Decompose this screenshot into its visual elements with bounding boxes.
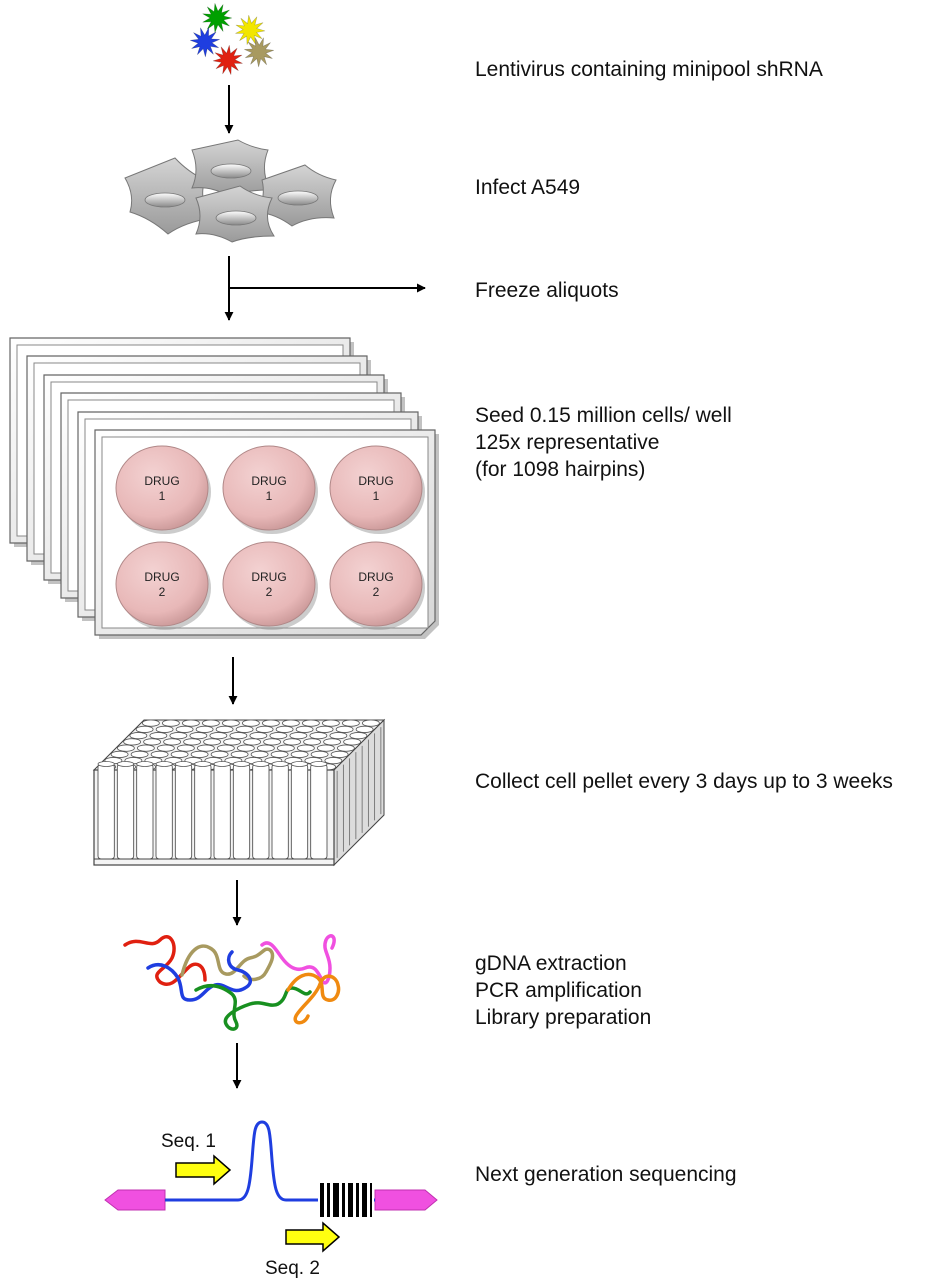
- left-end-cap: [104, 1189, 166, 1211]
- dna-strand-green: [194, 983, 312, 1031]
- cell-right: [257, 164, 337, 227]
- primer-seq1-arrow: [175, 1154, 232, 1186]
- tube-rack: [92, 718, 386, 867]
- well-label-drug: DRUG: [358, 570, 393, 584]
- cell-top: [191, 139, 271, 197]
- virus-particle-blue: [189, 27, 220, 58]
- step-label-collect: Collect cell pellet every 3 days up to 3…: [475, 770, 893, 793]
- well-label-drug: DRUG: [251, 570, 286, 584]
- virus-particle-tan: [244, 37, 275, 68]
- well-label-number: 2: [373, 585, 380, 599]
- primer-seq1-label: Seq. 1: [161, 1131, 216, 1152]
- primer-seq1: Seq. 1: [161, 1131, 232, 1186]
- cell-left: [124, 157, 213, 235]
- step-label-seed: Seed 0.15 million cells/ well 125x repre…: [475, 404, 732, 481]
- well-label-number: 1: [159, 489, 166, 503]
- step-label-freeze: Freeze aliquots: [475, 279, 619, 302]
- a549-cells: [124, 139, 337, 243]
- dna-strand-tan: [180, 944, 275, 982]
- cell-bottom: [195, 185, 275, 243]
- right-end-cap: [374, 1189, 438, 1211]
- lentivirus-particles: [189, 3, 275, 75]
- well-label-number: 1: [373, 489, 380, 503]
- primer-seq2: Seq. 2: [265, 1221, 341, 1279]
- well-label-number: 1: [266, 489, 273, 503]
- shrna-hairpin-line: [165, 1120, 375, 1202]
- primer-seq2-arrow: [285, 1221, 341, 1253]
- step-label-infect: Infect A549: [475, 176, 581, 199]
- dna-strand-orange: [286, 972, 341, 1025]
- virus-particle-green: [202, 3, 233, 33]
- sequencing-construct: Seq. 1 Seq. 2: [104, 1120, 438, 1279]
- step-label-sequencing: Next generation sequencing: [475, 1163, 737, 1186]
- well-label-number: 2: [159, 585, 166, 599]
- well-label-number: 2: [266, 585, 273, 599]
- virus-particle-yellow: [235, 15, 266, 45]
- well-label-drug: DRUG: [144, 474, 179, 488]
- well-label-drug: DRUG: [358, 474, 393, 488]
- well-label-drug: DRUG: [251, 474, 286, 488]
- gdna-strands: [123, 934, 341, 1031]
- step-label-lentivirus: Lentivirus containing minipool shRNA: [475, 58, 823, 81]
- dna-strand-red: [123, 935, 207, 986]
- primer-seq2-label: Seq. 2: [265, 1258, 320, 1279]
- dna-strand-blue: [146, 950, 252, 1002]
- well-label-drug: DRUG: [144, 570, 179, 584]
- virus-particle-red: [212, 45, 243, 75]
- barcode: [318, 1183, 374, 1217]
- step-label-extract: gDNA extraction PCR amplification Librar…: [475, 952, 652, 1029]
